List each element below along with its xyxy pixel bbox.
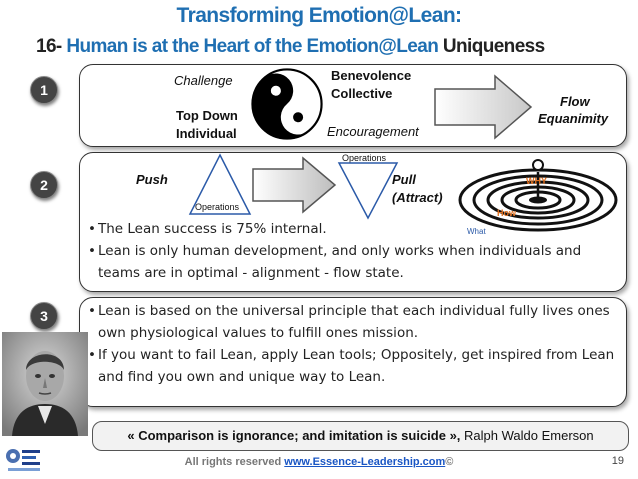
triangle-down-icon bbox=[337, 162, 399, 220]
subtitle-colored: Human is at the Heart of the Emotion@Lea… bbox=[61, 36, 439, 57]
flow-label: Flow bbox=[560, 94, 590, 109]
subtitle-dark: Uniqueness bbox=[438, 36, 545, 57]
encouragement-label: Encouragement bbox=[327, 124, 419, 139]
badge-1: 1 bbox=[30, 76, 58, 104]
yin-yang-icon bbox=[251, 68, 323, 140]
operations-left-label: Operations bbox=[195, 202, 240, 212]
bullet-item: The Lean success is 75% internal. bbox=[88, 218, 618, 240]
why-label: WHY bbox=[526, 176, 547, 186]
attract-label: (Attract) bbox=[392, 190, 443, 205]
footer-suffix: © bbox=[445, 456, 454, 468]
slide-number-prefix: 16- bbox=[36, 36, 62, 57]
bullet-item: If you want to fail Lean, apply Lean too… bbox=[88, 344, 618, 388]
panel-3-bullets: Lean is based on the universal principle… bbox=[88, 300, 618, 388]
panel-1 bbox=[79, 64, 627, 147]
top-down-label: Top Down bbox=[176, 108, 238, 123]
footer: All rights reserved www.Essence-Leadersh… bbox=[0, 456, 638, 468]
push-label: Push bbox=[136, 172, 168, 187]
slide-title: Transforming Emotion@Lean: bbox=[176, 4, 463, 27]
quote-author: Ralph Waldo Emerson bbox=[460, 428, 594, 443]
footer-prefix: All rights reserved bbox=[184, 456, 285, 468]
bullet-item: Lean is based on the universal principle… bbox=[88, 300, 618, 344]
slide-subtitle: 16- Human is at the Heart of the Emotion… bbox=[36, 36, 545, 58]
individual-label: Individual bbox=[176, 126, 237, 141]
arrow-right-icon bbox=[434, 74, 533, 140]
page-number: 19 bbox=[611, 455, 624, 467]
operations-right-label: Operations bbox=[342, 153, 387, 163]
footer-link[interactable]: www.Essence-Leadership.com bbox=[284, 456, 446, 468]
triangle-up-icon bbox=[188, 153, 252, 215]
bullet-item: Lean is only human development, and only… bbox=[88, 240, 618, 284]
equanimity-label: Equanimity bbox=[538, 111, 609, 126]
benevolence-label: Benevolence bbox=[331, 68, 412, 83]
badge-3: 3 bbox=[30, 302, 58, 330]
badge-2: 2 bbox=[30, 171, 58, 199]
emerson-quote: « Comparison is ignorance; and imitation… bbox=[92, 421, 629, 451]
arrow-right-icon bbox=[252, 156, 337, 214]
pull-label: Pull bbox=[392, 172, 416, 187]
panel-2-bullets: The Lean success is 75% internal. Lean i… bbox=[88, 218, 618, 284]
quote-text: « Comparison is ignorance; and imitation… bbox=[127, 428, 461, 443]
collective-label: Collective bbox=[331, 86, 393, 101]
emerson-portrait-image bbox=[2, 332, 88, 436]
how-label: How bbox=[497, 208, 516, 218]
essence-leadership-logo bbox=[6, 449, 40, 471]
challenge-label: Challenge bbox=[174, 73, 233, 88]
